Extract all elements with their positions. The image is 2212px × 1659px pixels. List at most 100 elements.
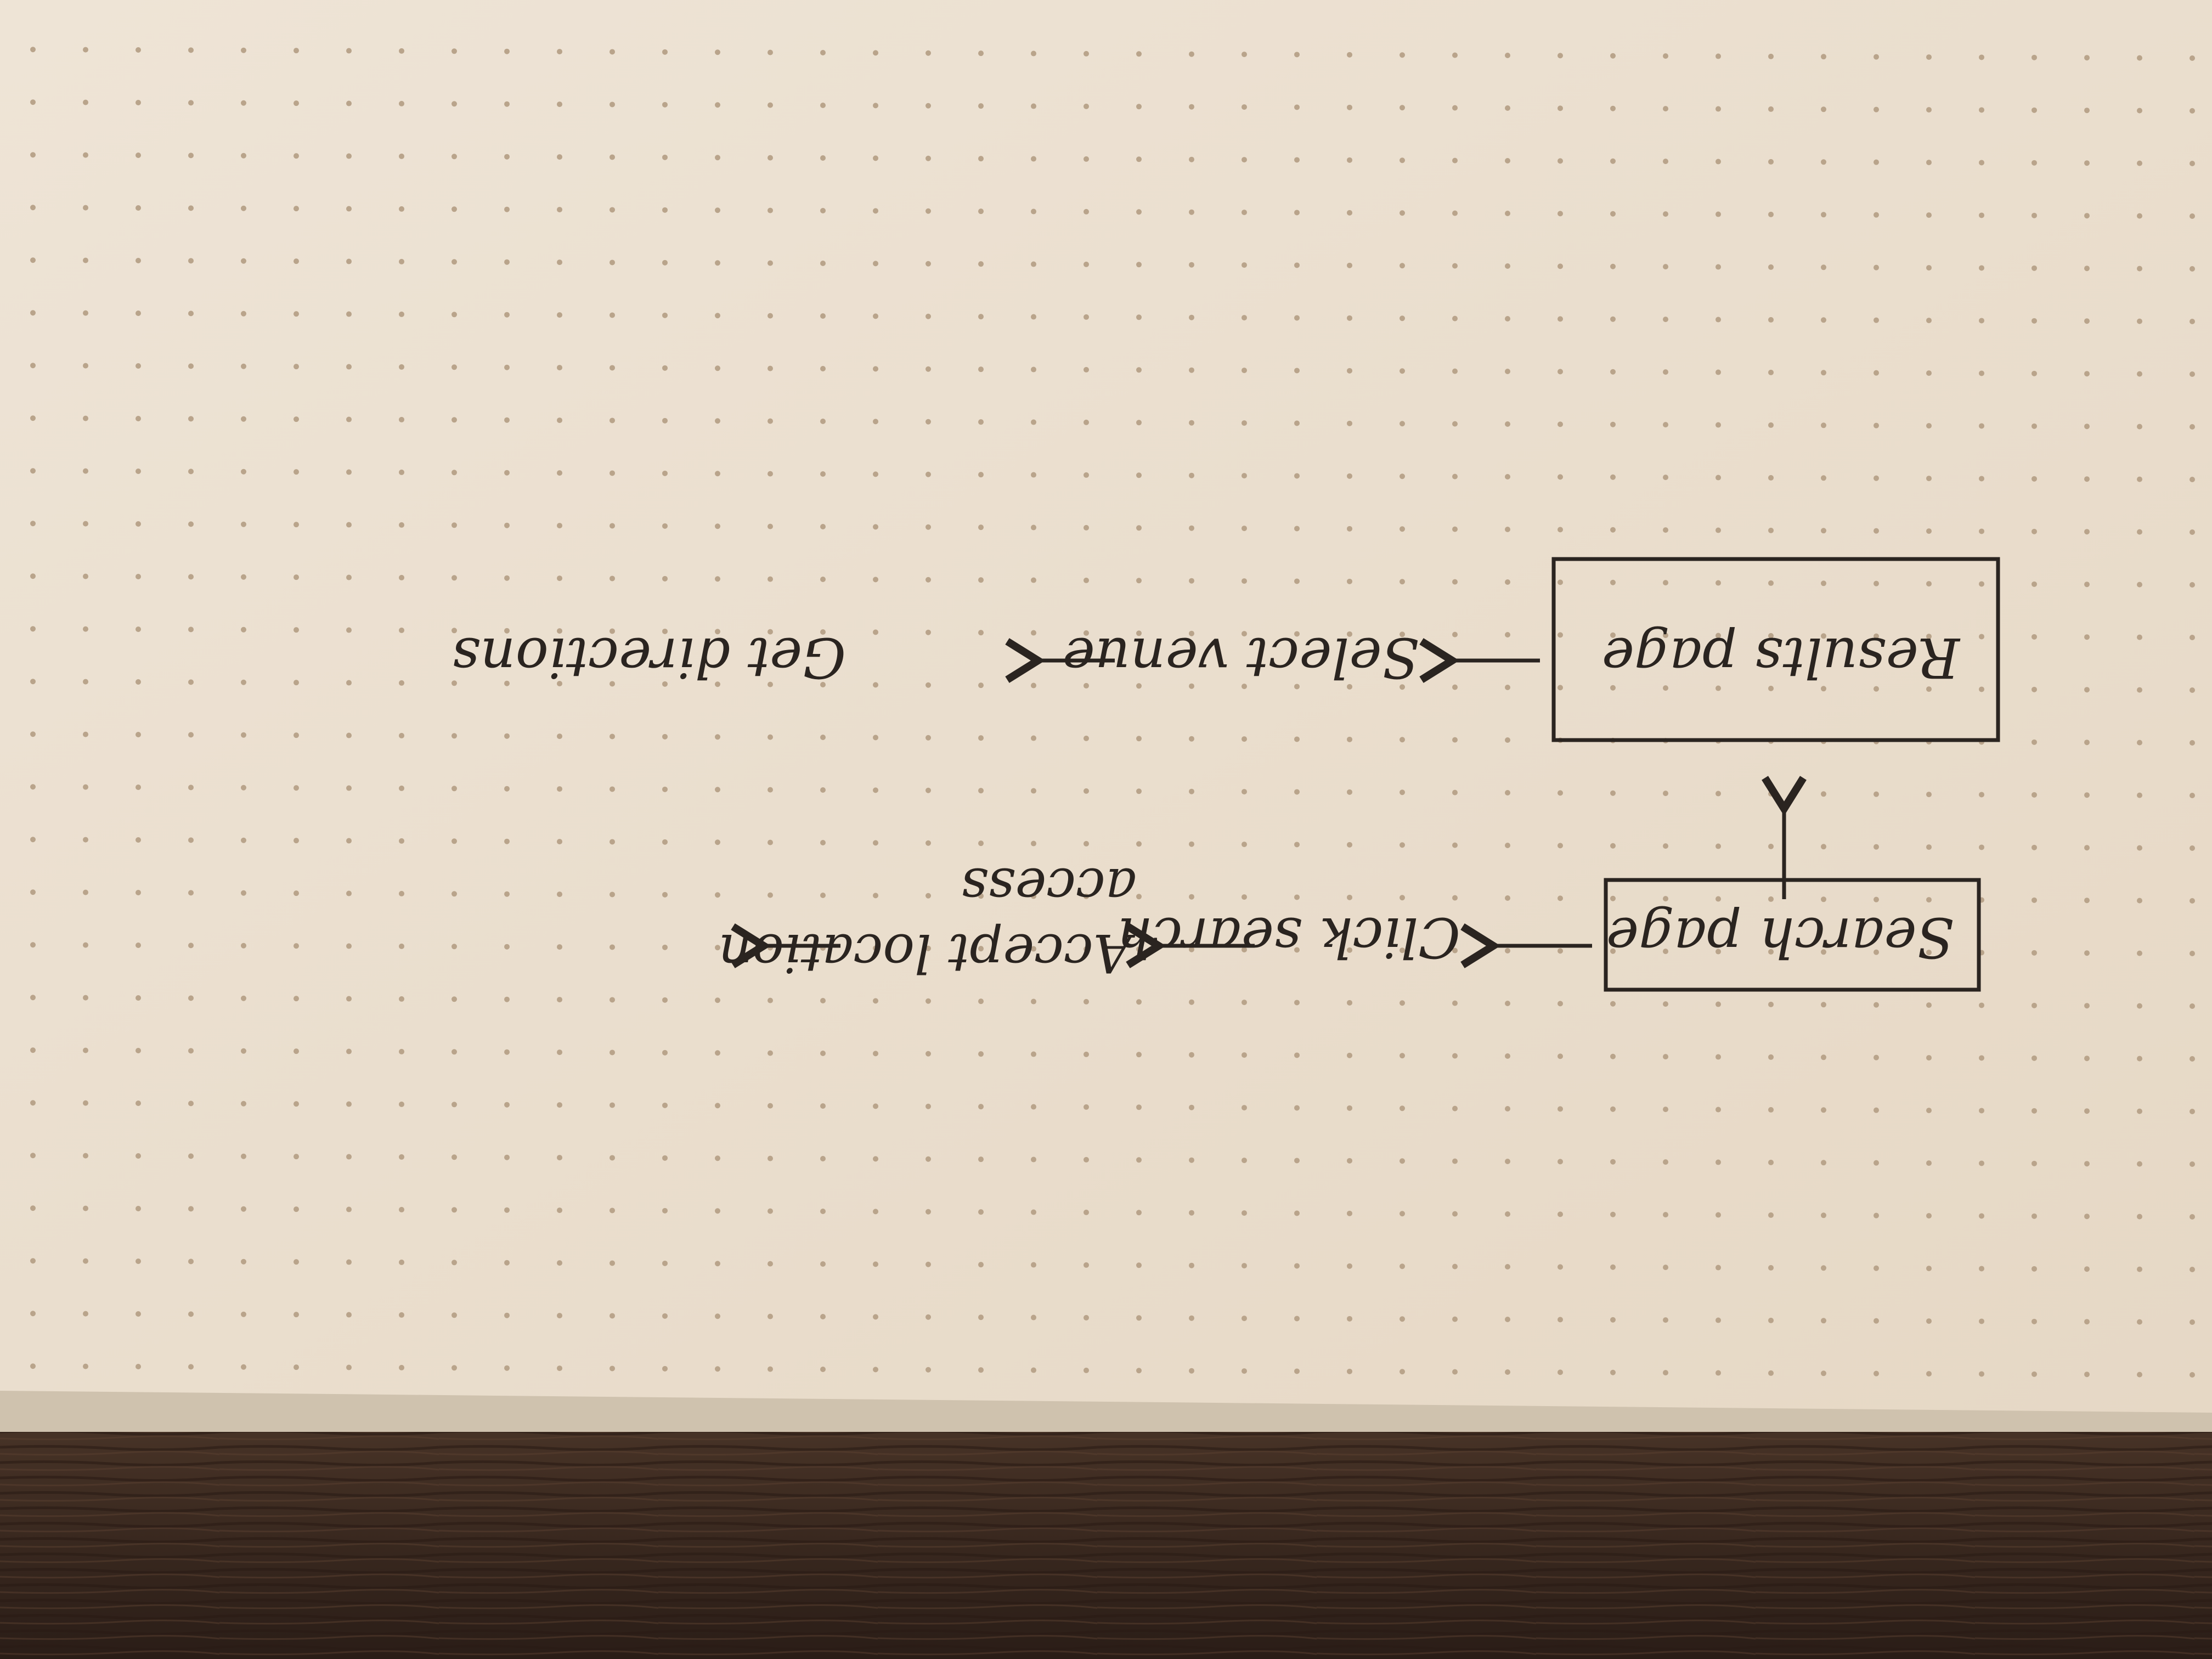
grid-dot — [1031, 1367, 1036, 1373]
grid-dot — [294, 48, 299, 54]
grid-dot — [399, 258, 404, 264]
grid-dot — [2032, 476, 2037, 482]
grid-dot — [1136, 314, 1142, 320]
grid-dot — [1926, 423, 1932, 429]
grid-dot — [610, 1207, 615, 1214]
grid-dot — [2137, 845, 2142, 851]
grid-dot — [1452, 473, 1458, 479]
grid-dot — [136, 311, 141, 317]
grid-dot — [610, 1313, 615, 1319]
grid-dot — [978, 893, 984, 899]
grid-dot — [610, 1102, 615, 1108]
grid-dot — [1400, 368, 1405, 374]
grid-dot — [504, 154, 510, 160]
grid-dot — [1610, 105, 1616, 111]
grid-dot — [399, 574, 404, 580]
grid-dot — [2137, 1108, 2142, 1114]
grid-dot — [188, 837, 194, 843]
grid-dot — [241, 995, 246, 1001]
grid-dot — [1821, 264, 1826, 270]
grid-dot — [2032, 1213, 2037, 1219]
grid-dot — [1874, 370, 1879, 376]
grid-dot — [1294, 578, 1300, 584]
grid-dot — [1663, 1265, 1668, 1271]
grid-dot — [294, 574, 299, 580]
grid-dot — [978, 103, 984, 109]
grid-dot — [1400, 526, 1405, 532]
grid-dot — [1768, 1107, 1774, 1113]
grid-dot — [1189, 1368, 1194, 1374]
grid-dot — [1242, 1263, 1247, 1269]
grid-dot — [399, 680, 404, 686]
grid-dot — [1347, 894, 1352, 900]
grid-dot — [1189, 1262, 1194, 1268]
grid-dot — [715, 839, 720, 845]
grid-dot — [978, 735, 984, 741]
grid-dot — [1452, 737, 1458, 743]
grid-dot — [2084, 55, 2090, 61]
grid-dot — [873, 313, 878, 319]
grid-dot — [873, 893, 878, 899]
grid-dot — [1821, 896, 1826, 902]
grid-dot — [1979, 1371, 1984, 1377]
grid-dot — [1294, 1105, 1300, 1111]
grid-dot — [1294, 842, 1300, 848]
grid-dot — [2084, 687, 2090, 693]
grid-dot — [504, 680, 510, 686]
grid-dot — [2032, 107, 2037, 113]
grid-dot — [1347, 315, 1352, 321]
grid-dot — [1031, 788, 1036, 794]
grid-dot — [1979, 844, 1984, 850]
grid-dot — [504, 944, 510, 950]
grid-dot — [1663, 369, 1668, 375]
grid-dot — [2084, 476, 2090, 482]
grid-dot — [136, 732, 141, 738]
grid-dot — [1663, 527, 1668, 533]
grid-dot — [294, 206, 299, 212]
grid-dot — [610, 417, 615, 424]
grid-dot — [399, 732, 404, 738]
grid-dot — [1452, 52, 1458, 58]
grid-dot — [662, 365, 668, 371]
grid-dot — [1136, 999, 1142, 1005]
grid-dot — [557, 733, 562, 740]
grid-dot — [662, 891, 668, 898]
grid-dot — [136, 995, 141, 1001]
grid-dot — [1979, 212, 1984, 218]
grid-dot — [2032, 1108, 2037, 1114]
grid-dot — [1400, 684, 1405, 690]
grid-dot — [2190, 213, 2195, 219]
grid-dot — [557, 1049, 562, 1056]
grid-dot — [452, 1260, 457, 1266]
grid-dot — [294, 838, 299, 844]
grid-dot — [1400, 263, 1405, 269]
grid-dot — [610, 470, 615, 476]
grid-dot — [557, 681, 562, 687]
grid-dot — [1821, 1370, 1826, 1376]
grid-dot — [873, 1314, 878, 1320]
grid-dot — [1821, 106, 1826, 112]
grid-dot — [820, 1103, 826, 1109]
grid-dot — [1242, 368, 1247, 374]
grid-dot — [715, 576, 720, 582]
grid-dot — [2084, 529, 2090, 535]
grid-dot — [1452, 263, 1458, 269]
grid-dot — [1979, 1318, 1984, 1324]
grid-dot — [873, 1051, 878, 1057]
grid-dot — [1400, 579, 1405, 585]
grid-dot — [873, 1103, 878, 1109]
grid-dot — [1558, 895, 1563, 901]
grid-dot — [399, 469, 404, 475]
grid-dot — [557, 1102, 562, 1108]
grid-dot — [83, 1311, 88, 1317]
grid-dot — [1084, 524, 1089, 531]
grid-dot — [241, 732, 246, 738]
grid-dot — [1031, 1209, 1036, 1215]
grid-dot — [504, 786, 510, 792]
grid-dot — [610, 1049, 615, 1056]
grid-dot — [1979, 318, 1984, 324]
grid-dot — [30, 363, 36, 369]
grid-dot — [504, 996, 510, 1002]
grid-dot — [1505, 631, 1510, 637]
grid-dot — [399, 1364, 404, 1370]
